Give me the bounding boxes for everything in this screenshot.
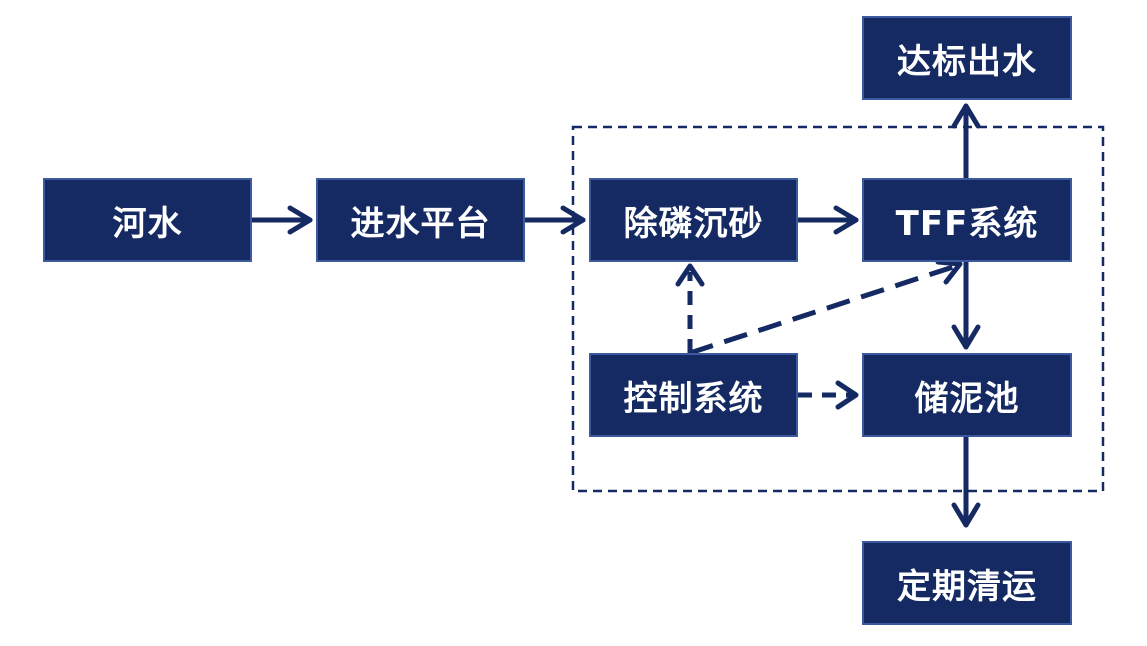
node-intake-platform-label: 进水平台 bbox=[350, 203, 491, 244]
edge-sludge-tank-to-cleanout bbox=[951, 434, 981, 528]
node-control-system-label: 控制系统 bbox=[623, 378, 764, 419]
edge-phosphorus-removal-to-tff bbox=[795, 205, 859, 235]
system-boundary bbox=[571, 125, 1105, 493]
node-sludge-tank: 储泥池 bbox=[862, 353, 1072, 437]
node-sludge-tank-label: 储泥池 bbox=[914, 378, 1020, 419]
node-periodic-cleanout: 定期清运 bbox=[862, 541, 1072, 625]
node-river: 河水 bbox=[43, 178, 252, 262]
node-phosphorus-removal: 除磷沉砂 bbox=[589, 178, 798, 262]
node-periodic-cleanout-label: 定期清运 bbox=[897, 566, 1037, 607]
edge-river-to-intake bbox=[249, 205, 313, 235]
edge-control-to-phosphorus-removal bbox=[675, 263, 705, 353]
node-phosphorus-removal-label: 除磷沉砂 bbox=[623, 203, 764, 244]
node-tff-system-label: TFF系统 bbox=[895, 203, 1039, 244]
edge-control-to-sludge-tank bbox=[798, 380, 859, 410]
edge-tff-to-sludge-tank bbox=[951, 259, 981, 350]
edge-control-to-tff bbox=[689, 259, 963, 356]
node-control-system: 控制系统 bbox=[589, 353, 798, 437]
node-effluent-label: 达标出水 bbox=[897, 41, 1037, 82]
edge-intake-to-phosphorus-removal bbox=[522, 205, 586, 235]
node-river-label: 河水 bbox=[112, 203, 183, 244]
edge-tff-to-effluent bbox=[951, 103, 981, 181]
node-intake-platform: 进水平台 bbox=[316, 178, 525, 262]
node-effluent: 达标出水 bbox=[862, 16, 1072, 100]
node-tff-system: TFF系统 bbox=[862, 178, 1072, 262]
